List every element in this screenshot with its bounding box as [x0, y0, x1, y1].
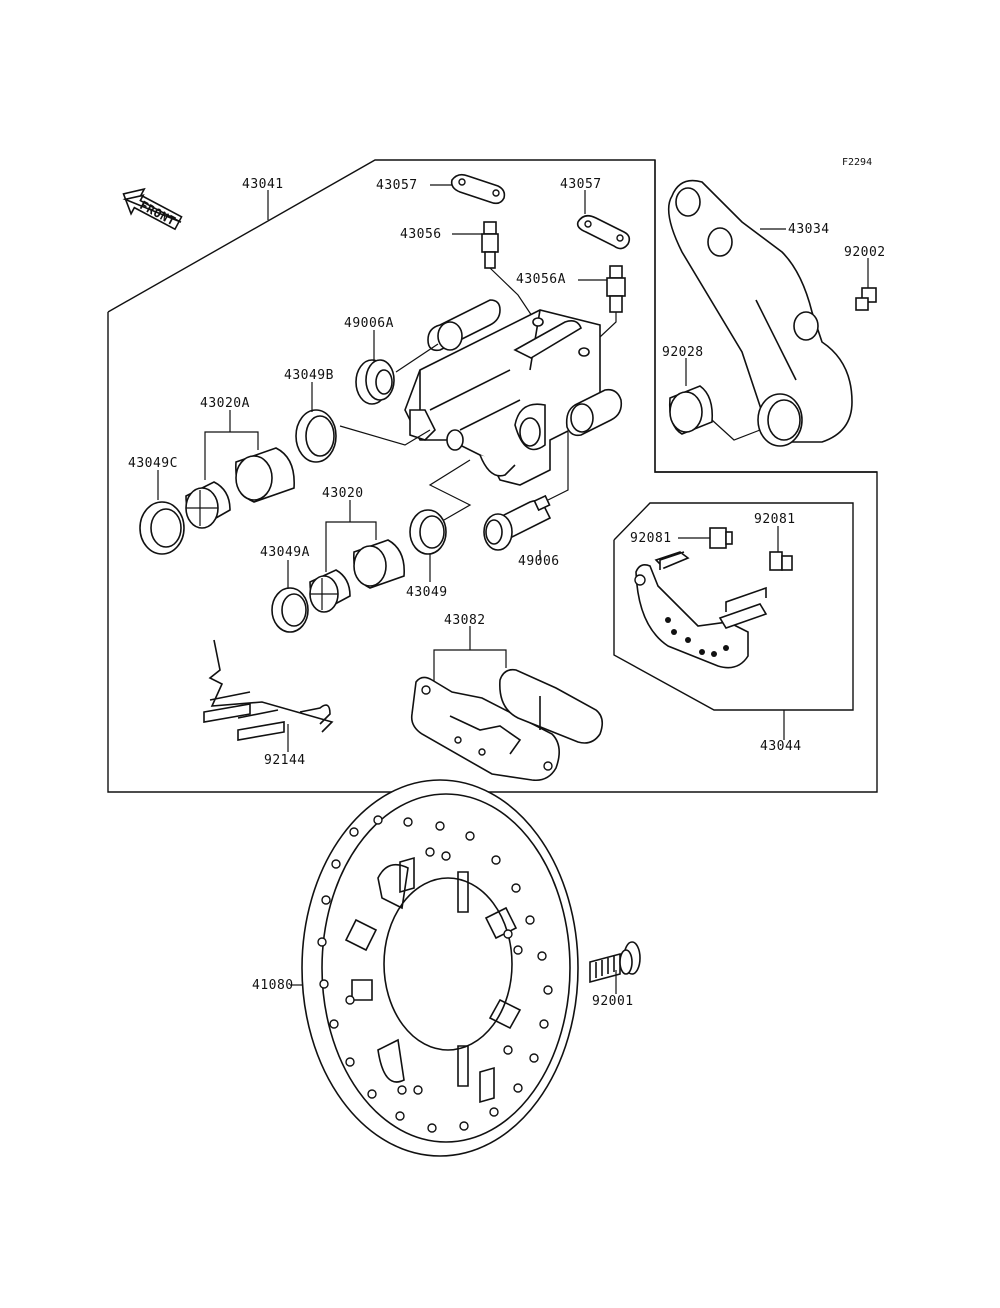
label-43049B: 43049B: [284, 368, 334, 383]
piston-seal-43049: [409, 509, 447, 555]
piston-seal-43049A: [271, 587, 309, 633]
label-49006A: 49006A: [344, 316, 394, 331]
label-43056: 43056: [400, 227, 442, 242]
bleeder-valve-right: [606, 265, 626, 313]
label-92144: 92144: [264, 753, 306, 768]
piston-seal-43049B: [295, 409, 337, 463]
disc-bolt-92001: [589, 941, 641, 984]
piston-insulator-43020A: [185, 481, 231, 529]
bolt-92002: [855, 287, 877, 311]
label-43044: 43044: [760, 739, 802, 754]
label-49006: 49006: [518, 554, 560, 569]
label-43049C: 43049C: [128, 456, 178, 471]
pin-boot-92081-right: [769, 551, 793, 571]
bleeder-cap-right: [576, 214, 631, 250]
brake-pad-friction: [499, 668, 604, 744]
label-43041: 43041: [242, 177, 284, 192]
caliper-holder-43034: [667, 179, 853, 447]
label-92001: 92001: [592, 994, 634, 1009]
brake-disc-41080: [301, 779, 579, 1157]
pad-bracket-43044: [634, 551, 768, 669]
front-label: FRONT: [137, 198, 178, 228]
label-43020: 43020: [322, 486, 364, 501]
piston-seal-43049C: [139, 501, 185, 555]
label-43057-right: 43057: [560, 177, 602, 192]
label-43082: 43082: [444, 613, 486, 628]
label-92081-right: 92081: [754, 512, 796, 527]
dust-boot-upper: [355, 359, 395, 405]
label-92002: 92002: [844, 245, 886, 260]
label-43034: 43034: [788, 222, 830, 237]
piston-insulator-43020: [309, 569, 351, 613]
piston-43020A: [235, 447, 295, 503]
bleeder-cap-left: [450, 173, 506, 205]
label-43049: 43049: [406, 585, 448, 600]
bleeder-valve-left: [481, 221, 499, 269]
caliper-body: [404, 299, 623, 486]
label-43056A: 43056A: [516, 272, 566, 287]
label-92081-left: 92081: [630, 531, 672, 546]
slide-pin-49006: [483, 494, 552, 551]
pad-spring: [203, 639, 334, 741]
label-43049A: 43049A: [260, 545, 310, 560]
label-41080: 41080: [252, 978, 294, 993]
reference-code: F2294: [842, 157, 872, 168]
label-43020A: 43020A: [200, 396, 250, 411]
collar-92028: [668, 385, 714, 435]
label-92028: 92028: [662, 345, 704, 360]
brake-pad-backing-plate: [410, 676, 560, 782]
piston-43020: [353, 539, 405, 589]
pad-bracket-outline: [613, 502, 854, 711]
caliper-holder-outline: [654, 160, 877, 473]
pin-boot-92081-left: [709, 527, 733, 549]
front-arrow-icon: FRONT: [122, 187, 183, 231]
label-43057-left: 43057: [376, 178, 418, 193]
